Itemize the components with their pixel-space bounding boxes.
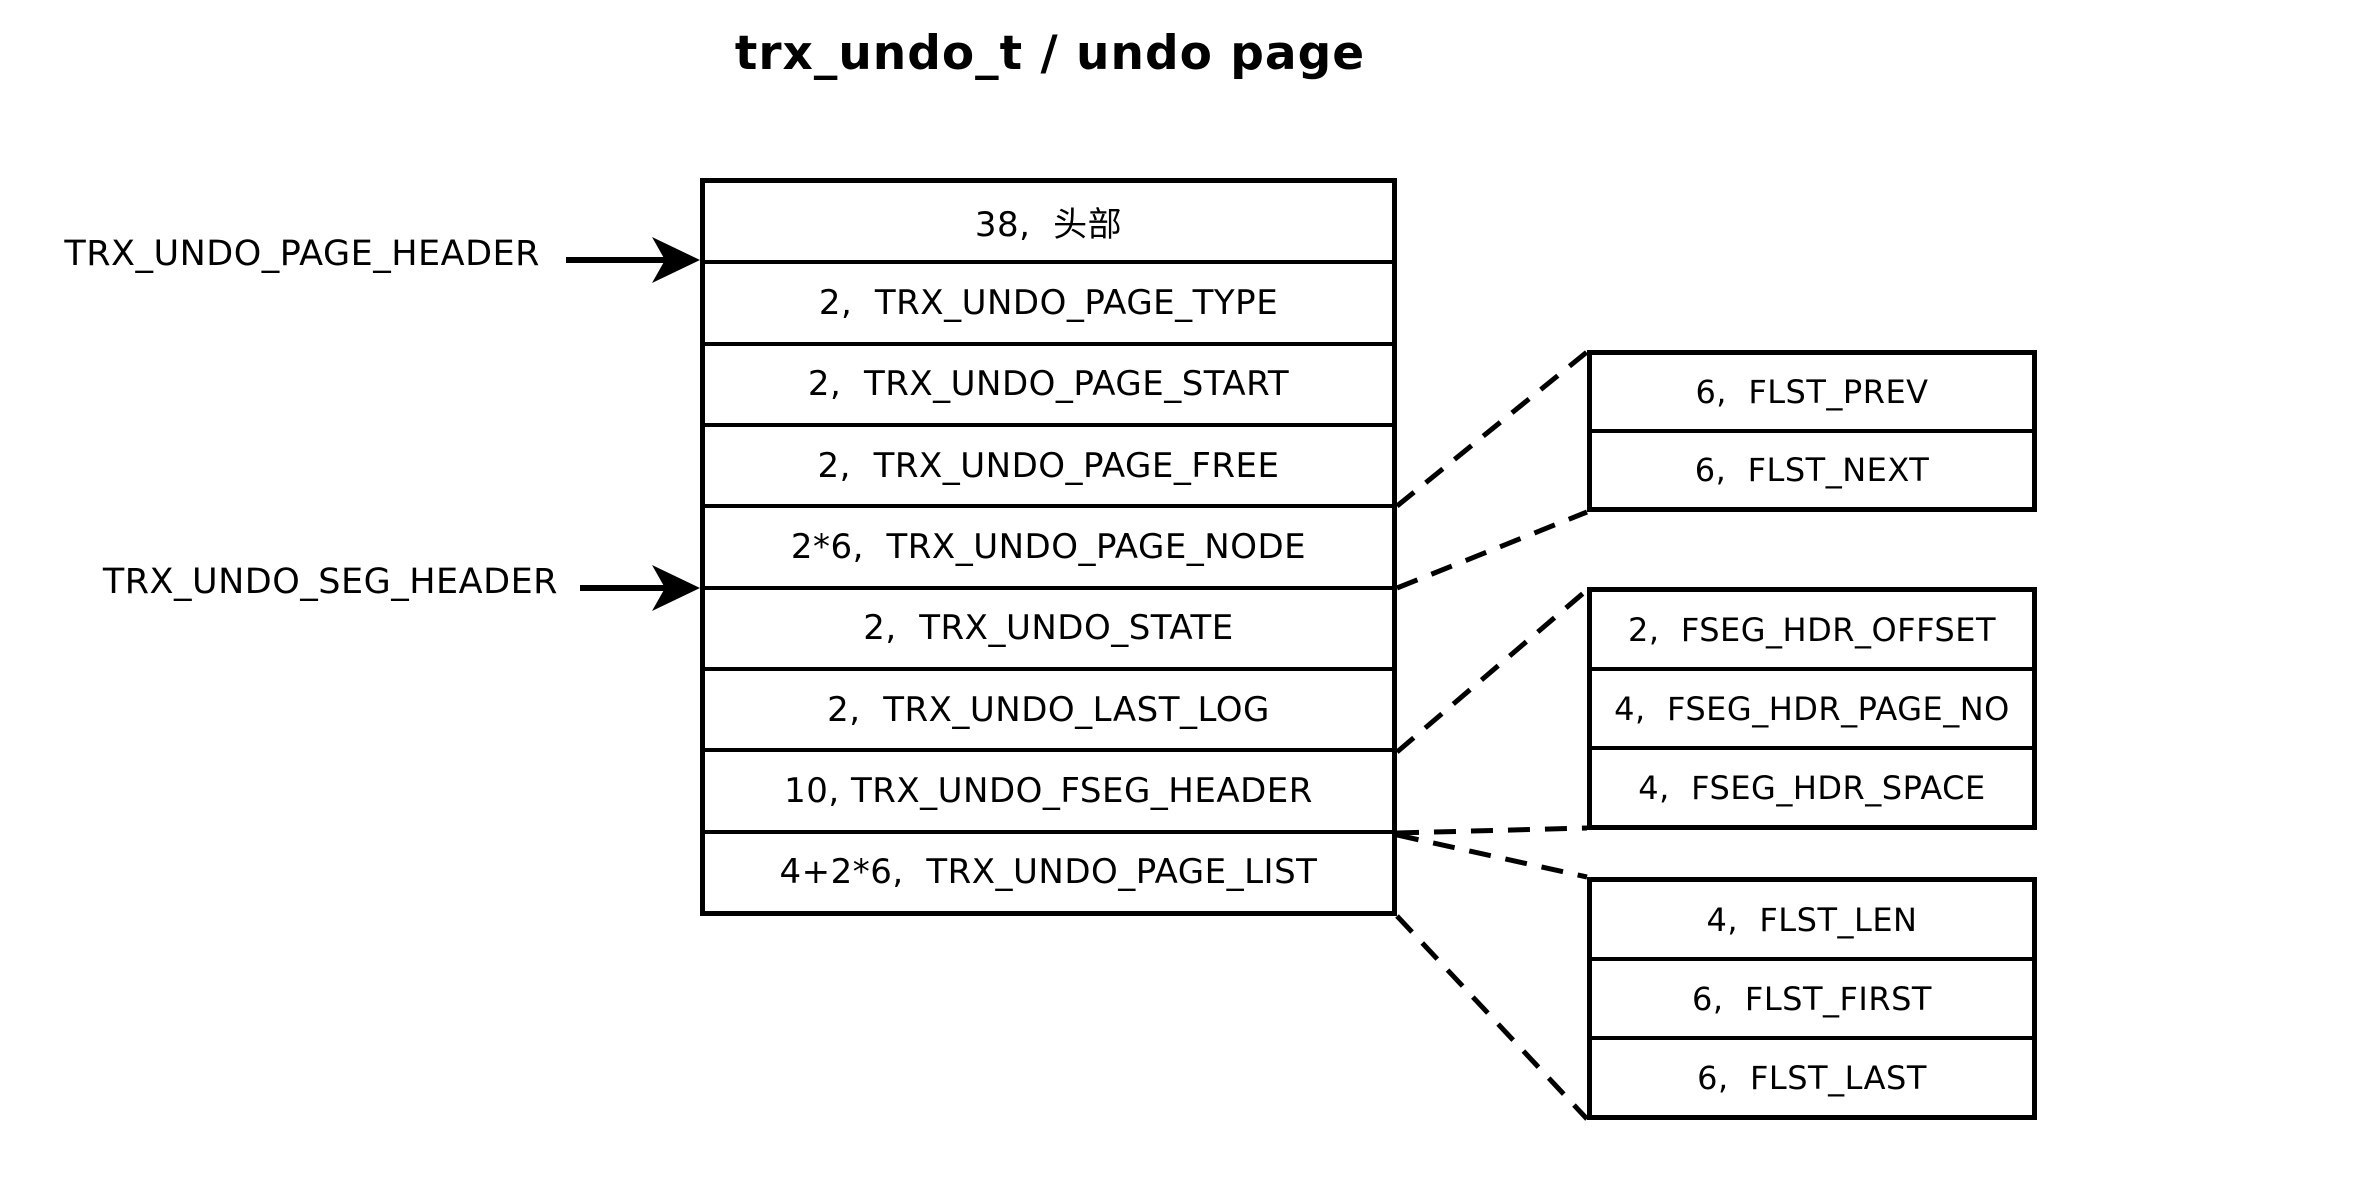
table-row-trx-undo-page-type: 2, TRX_UNDO_PAGE_TYPE	[705, 260, 1392, 341]
table-row-fil-header: 38, 头部	[974, 205, 1123, 246]
connector-page-node-bottom	[1396, 509, 1588, 591]
table-row-flst-len: 4, FLST_LEN	[1706, 900, 1918, 939]
connector-fseg-header-top	[1395, 588, 1589, 754]
label-trx-undo-page-header: TRX_UNDO_PAGE_HEADER	[64, 234, 540, 274]
flst-base-node-table: 4, FLST_LEN 6, FLST_FIRST 6, FLST_LAST	[1587, 877, 2037, 1120]
table-row-trx-undo-fseg-header: 10, TRX_UNDO_FSEG_HEADER	[705, 748, 1392, 829]
table-row-fseg-hdr-offset: 2, FSEG_HDR_OFFSET	[1628, 610, 1996, 649]
connector-fseg-header-bottom	[1396, 825, 1588, 836]
table-row-flst-next: 6, FLST_NEXT	[1592, 429, 2032, 507]
table-row-trx-undo-last-log: 2, TRX_UNDO_LAST_LOG	[705, 666, 1392, 748]
undo-page-structure-table: 38, 头部 2, TRX_UNDO_PAGE_TYPE 2, TRX_UNDO…	[700, 178, 1397, 916]
table-row-trx-undo-page-list: 4+2*6, TRX_UNDO_PAGE_LIST	[705, 829, 1392, 911]
table-row-trx-undo-page-start: 2, TRX_UNDO_PAGE_START	[705, 341, 1392, 423]
fseg-header-table: 2, FSEG_HDR_OFFSET 4, FSEG_HDR_PAGE_NO 4…	[1587, 587, 2037, 830]
label-trx-undo-seg-header: TRX_UNDO_SEG_HEADER	[102, 562, 558, 602]
table-row-flst-prev: 6, FLST_PREV	[1695, 373, 1929, 411]
table-row-trx-undo-state: 2, TRX_UNDO_STATE	[705, 585, 1392, 667]
connector-page-node-top	[1395, 350, 1589, 508]
table-row-trx-undo-page-free: 2, TRX_UNDO_PAGE_FREE	[705, 422, 1392, 504]
flst-node-table: 6, FLST_PREV 6, FLST_NEXT	[1587, 350, 2037, 512]
seg-header-arrow-head	[652, 565, 700, 611]
page-header-arrow-head	[652, 237, 700, 283]
table-row-fseg-hdr-page-no: 4, FSEG_HDR_PAGE_NO	[1592, 667, 2032, 746]
connector-page-list-top	[1396, 832, 1588, 880]
diagram-title: trx_undo_t / undo page	[734, 26, 1366, 81]
connector-page-list-bottom	[1395, 914, 1589, 1121]
table-row-flst-first: 6, FLST_FIRST	[1592, 957, 2032, 1036]
table-row-fseg-hdr-space: 4, FSEG_HDR_SPACE	[1592, 746, 2032, 825]
table-row-trx-undo-page-node: 2*6, TRX_UNDO_PAGE_NODE	[705, 504, 1392, 585]
table-row-flst-last: 6, FLST_LAST	[1592, 1036, 2032, 1115]
